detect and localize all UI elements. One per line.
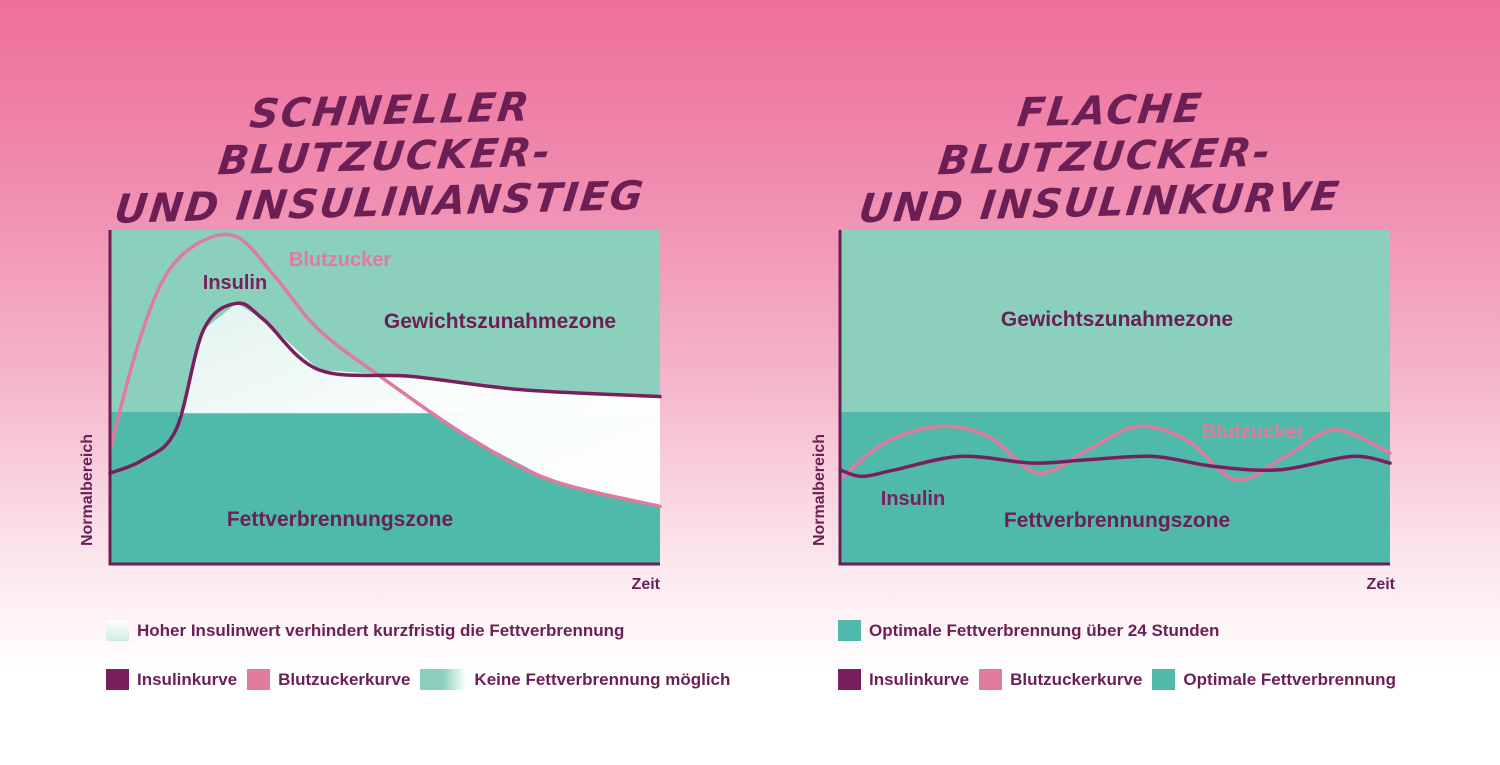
- legend-note: Hoher Insulinwert verhindert kurzfristig…: [137, 620, 625, 640]
- blutzucker-label: Blutzucker: [289, 249, 391, 271]
- legend-item-insulin: Insulinkurve: [838, 669, 969, 690]
- legend-item-no-fat-burning: Keine Fettverbrennung möglich: [420, 669, 730, 690]
- legend-note-row: Hoher Insulinwert verhindert kurzfristig…: [106, 620, 624, 641]
- y-axis-label: Normalbereich: [79, 434, 96, 546]
- left-chart-title: Schneller Blutzucker- und Insulinanstieg: [81, 80, 689, 233]
- optimal-swatch: [838, 620, 861, 641]
- x-axis-label: Zeit: [632, 576, 661, 593]
- insulin-label: Insulin: [881, 488, 945, 510]
- legend-item-blutzucker: Blutzuckerkurve: [247, 669, 410, 690]
- no-fat-burning-swatch: [420, 669, 467, 690]
- legend-optimal-label: Optimale Fettverbrennung: [1183, 669, 1396, 689]
- y-axis-label: Normalbereich: [811, 434, 828, 546]
- x-axis-label: Zeit: [1367, 576, 1396, 593]
- legend-insulin-label: Insulinkurve: [137, 669, 238, 689]
- white-gradient-swatch: [106, 620, 129, 641]
- legend-items-row: Insulinkurve Blutzuckerkurve Keine Fettv…: [106, 669, 740, 690]
- legend-blutzucker-label: Blutzuckerkurve: [1010, 669, 1143, 689]
- insulin-curve: [838, 454, 1392, 479]
- legend-insulin-label: Insulinkurve: [869, 669, 970, 689]
- legend-note-row: Optimale Fettverbrennung über 24 Stunden: [838, 620, 1219, 641]
- left-title-line1: Schneller Blutzucker-: [215, 84, 555, 185]
- legend-item-insulin: Insulinkurve: [106, 669, 237, 690]
- legend-blutzucker-label: Blutzuckerkurve: [278, 669, 411, 689]
- right-chart-title: Flache Blutzucker- und Insulinkurve: [831, 81, 1379, 233]
- right-title-line1: Flache Blutzucker-: [935, 85, 1275, 185]
- zone-top-label: Gewichtszunahmezone: [1001, 308, 1233, 331]
- insulin-swatch: [106, 669, 129, 690]
- insulin-label: Insulin: [203, 272, 267, 294]
- blutzucker-curve: [108, 232, 662, 509]
- blutzucker-swatch: [247, 669, 271, 690]
- insulin-swatch: [838, 669, 861, 690]
- zone-bottom-label: Fettverbrennungszone: [227, 508, 453, 531]
- weight-gain-zone: [840, 230, 1390, 412]
- legend-item-optimal: Optimale Fettverbrennung: [1152, 669, 1396, 690]
- legend-note: Optimale Fettverbrennung über 24 Stunden: [869, 620, 1220, 640]
- legend-no-fat-burning-label: Keine Fettverbrennung möglich: [474, 669, 731, 689]
- legend-items-row: Insulinkurve Blutzuckerkurve Optimale Fe…: [838, 669, 1406, 690]
- zone-top-label: Gewichtszunahmezone: [384, 310, 616, 333]
- left-chart: Gewichtszunahmezone Fettverbrennungszone…: [79, 230, 662, 593]
- blutzucker-swatch: [979, 669, 1003, 690]
- fat-burning-zone: [840, 412, 1390, 563]
- legend-item-blutzucker: Blutzuckerkurve: [979, 669, 1142, 690]
- right-chart: Gewichtszunahmezone Fettverbrennungszone…: [811, 230, 1396, 593]
- insulin-curve: [108, 301, 662, 475]
- zone-bottom-label: Fettverbrennungszone: [1004, 509, 1230, 532]
- blutzucker-curve: [838, 424, 1392, 482]
- optimal-fat-burning-swatch: [1152, 669, 1176, 690]
- blutzucker-label: Blutzucker: [1202, 421, 1304, 443]
